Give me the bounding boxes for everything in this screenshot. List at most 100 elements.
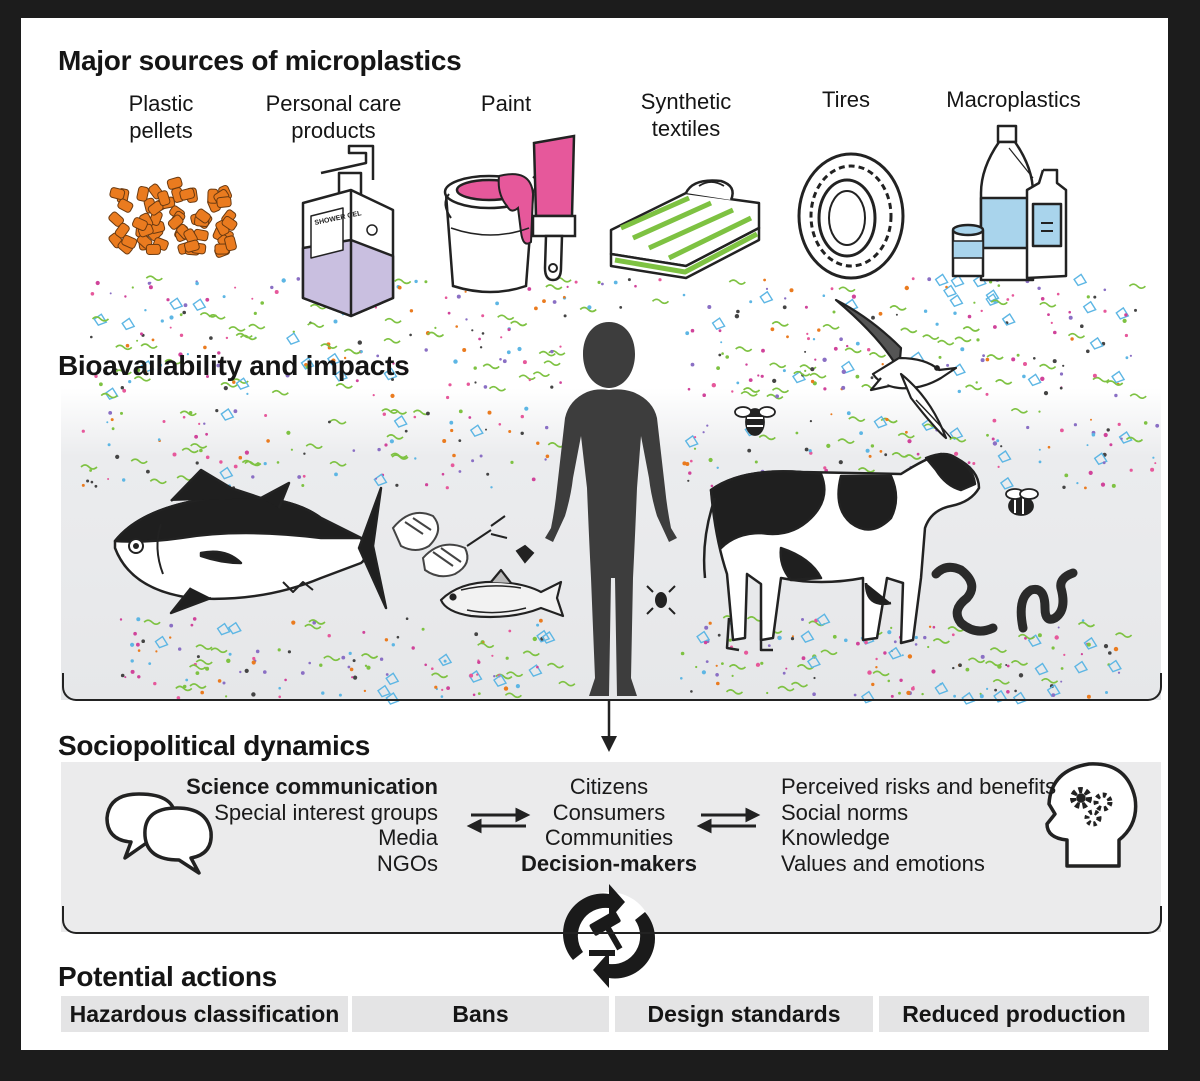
particle-fiber xyxy=(305,443,323,449)
particle-bead xyxy=(499,358,502,361)
particle-bead xyxy=(90,292,95,296)
particle-bead xyxy=(172,452,177,457)
particle-bead xyxy=(695,665,698,669)
particle-bead xyxy=(495,301,499,306)
factor-social-norms: Social norms xyxy=(781,799,909,825)
particle-bead xyxy=(481,314,485,318)
particle-bead xyxy=(905,430,908,434)
particle-bead xyxy=(975,381,978,384)
particle-fiber xyxy=(546,662,565,669)
particle-bead xyxy=(853,693,857,697)
bioavailability-bracket xyxy=(62,673,1162,701)
particle-bead xyxy=(680,651,685,656)
particle-bead xyxy=(789,288,794,293)
actions-heading: Potential actions xyxy=(58,961,277,992)
particle-fiber xyxy=(343,348,361,355)
particle-bead xyxy=(967,461,971,464)
particle-bead xyxy=(143,370,148,374)
particle-bead xyxy=(491,654,494,657)
particle-fiber xyxy=(651,298,670,305)
particle-bead xyxy=(1080,324,1084,329)
particle-fragment xyxy=(220,407,235,421)
particle-bead xyxy=(587,305,592,310)
particle-bead xyxy=(898,691,901,695)
particle-fiber xyxy=(195,644,213,650)
particle-bead xyxy=(574,280,578,284)
particle-bead xyxy=(390,393,395,398)
particle-bead xyxy=(804,369,807,372)
particle-bead xyxy=(1050,321,1053,324)
particle-fragment xyxy=(943,284,958,298)
source-label-paint: Paint xyxy=(480,91,532,116)
particle-bead xyxy=(1155,423,1160,428)
particle-bead xyxy=(1086,349,1090,354)
particle-bead xyxy=(348,651,352,656)
particle-bead xyxy=(528,378,531,382)
particle-bead xyxy=(710,484,714,488)
particle-fiber xyxy=(522,650,540,657)
particle-bead xyxy=(1103,432,1108,438)
particle-bead xyxy=(277,648,281,652)
particle-bead xyxy=(449,420,454,425)
particle-bead xyxy=(426,411,430,416)
particle-bead xyxy=(1080,653,1083,656)
particle-bead xyxy=(343,356,347,360)
particle-fragment xyxy=(528,664,543,677)
particle-bead xyxy=(1062,364,1065,367)
particle-bead xyxy=(222,295,226,299)
particle-fiber xyxy=(518,374,536,381)
particle-bead xyxy=(440,695,444,698)
particle-bead xyxy=(1103,309,1107,313)
particle-bead xyxy=(503,686,509,691)
action-reduced-production: Reduced production xyxy=(879,996,1149,1032)
particle-bead xyxy=(704,625,709,630)
particle-bead xyxy=(1114,393,1118,398)
particle-bead xyxy=(465,318,468,321)
particle-bead xyxy=(957,389,961,394)
particle-bead xyxy=(442,439,447,443)
particle-bead xyxy=(757,374,760,377)
particle-bead xyxy=(178,647,182,651)
bee-icon xyxy=(1005,488,1039,516)
particle-bead xyxy=(223,386,228,391)
particle-bead xyxy=(274,290,279,294)
particle-bead xyxy=(952,666,955,670)
particle-fiber xyxy=(228,326,246,332)
particle-bead xyxy=(1026,425,1030,430)
particle-bead xyxy=(980,358,985,363)
particle-bead xyxy=(246,392,249,395)
particle-fragment xyxy=(1107,659,1122,673)
particle-bead xyxy=(1000,445,1003,448)
particle-bead xyxy=(1086,444,1089,447)
particle-bead xyxy=(870,444,875,448)
particle-bead xyxy=(217,351,221,355)
particle-bead xyxy=(545,454,550,459)
action-hazardous-classification: Hazardous classification xyxy=(61,996,348,1032)
particle-bead xyxy=(446,686,450,690)
particle-bead xyxy=(1006,298,1010,301)
pellet xyxy=(136,186,150,202)
action-bans: Bans xyxy=(352,996,609,1032)
particle-bead xyxy=(264,414,268,417)
particle-bead xyxy=(890,626,893,630)
particle-bead xyxy=(807,337,810,341)
particle-bead xyxy=(680,677,683,680)
particle-fragment xyxy=(711,317,726,330)
particle-bead xyxy=(1154,462,1157,465)
particle-bead xyxy=(838,460,843,465)
particle-bead xyxy=(448,383,452,387)
particle-fiber xyxy=(543,360,561,366)
particle-bead xyxy=(1051,693,1056,697)
particle-bead xyxy=(414,457,417,460)
pellet xyxy=(179,187,196,201)
particle-fragment xyxy=(227,621,242,635)
pellet xyxy=(216,196,232,209)
particle-bead xyxy=(450,428,454,433)
particle-bead xyxy=(447,311,451,315)
particle-fiber xyxy=(389,409,408,415)
particle-bead xyxy=(690,690,693,693)
particle-fiber xyxy=(482,363,500,370)
particle-bead xyxy=(1086,295,1090,299)
particle-bead xyxy=(1038,460,1042,464)
particle-bead xyxy=(411,646,415,650)
